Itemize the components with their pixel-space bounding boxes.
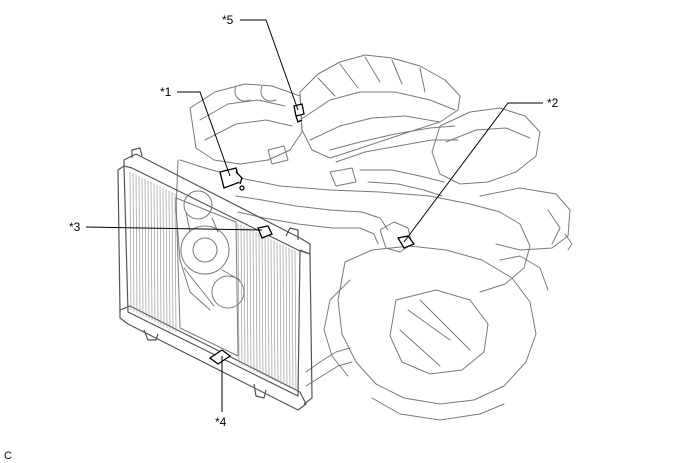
radiator-fin — [276, 242, 279, 383]
radiator-fin — [159, 186, 162, 325]
radiator-fin — [153, 183, 156, 322]
callout-5-label: *5 — [222, 13, 234, 27]
radiator-fin — [165, 189, 168, 328]
radiator-fin — [294, 250, 297, 392]
part-5-sensor — [293, 103, 305, 123]
radiator-fin — [237, 223, 240, 364]
radiator-fin — [174, 193, 177, 333]
radiator-fin — [285, 246, 288, 388]
radiator-fin — [147, 180, 150, 319]
radiator-fin — [270, 239, 273, 380]
radiator-fin — [252, 230, 255, 371]
radiator-fin — [267, 237, 270, 379]
radiator-fin — [144, 179, 147, 318]
corner-code: C — [4, 450, 12, 462]
radiator-fin — [156, 184, 159, 324]
callout-3-label: *3 — [69, 220, 81, 234]
radiator-fin — [162, 187, 165, 327]
radiator-fin — [141, 177, 144, 316]
radiator-fins-right — [237, 223, 297, 392]
radiator-fin — [138, 176, 141, 315]
radiator-fin — [288, 247, 291, 389]
radiator-fin — [171, 191, 174, 331]
radiator-fin — [249, 229, 252, 370]
radiator-fin — [150, 181, 153, 321]
part-3-connector — [257, 225, 273, 239]
callout-4-label: *4 — [215, 415, 227, 429]
part-2-connector — [396, 235, 416, 249]
radiator-fin — [273, 240, 276, 382]
radiator-fin — [240, 224, 243, 365]
radiator-fin — [279, 243, 282, 385]
radiator-fin — [258, 233, 261, 374]
radiator-fin — [129, 171, 132, 310]
callout-1-label: *1 — [160, 85, 172, 99]
radiator-fin — [261, 234, 264, 376]
radiator-fin — [282, 244, 285, 386]
leader-lines — [85, 19, 543, 412]
radiator-fin — [243, 226, 246, 367]
radiator-fin — [246, 227, 249, 368]
part-1-sensor — [219, 167, 245, 191]
radiator-fin — [264, 236, 267, 377]
callout-2-label: *2 — [547, 96, 559, 110]
radiator-fin — [132, 173, 135, 312]
radiator-fin — [135, 174, 138, 313]
radiator-fin — [168, 190, 171, 330]
radiator-fins-left — [129, 171, 177, 333]
radiator-fin — [291, 249, 294, 391]
radiator-fin — [255, 231, 258, 373]
radiator — [117, 147, 313, 411]
part-4-clamp — [208, 349, 232, 365]
